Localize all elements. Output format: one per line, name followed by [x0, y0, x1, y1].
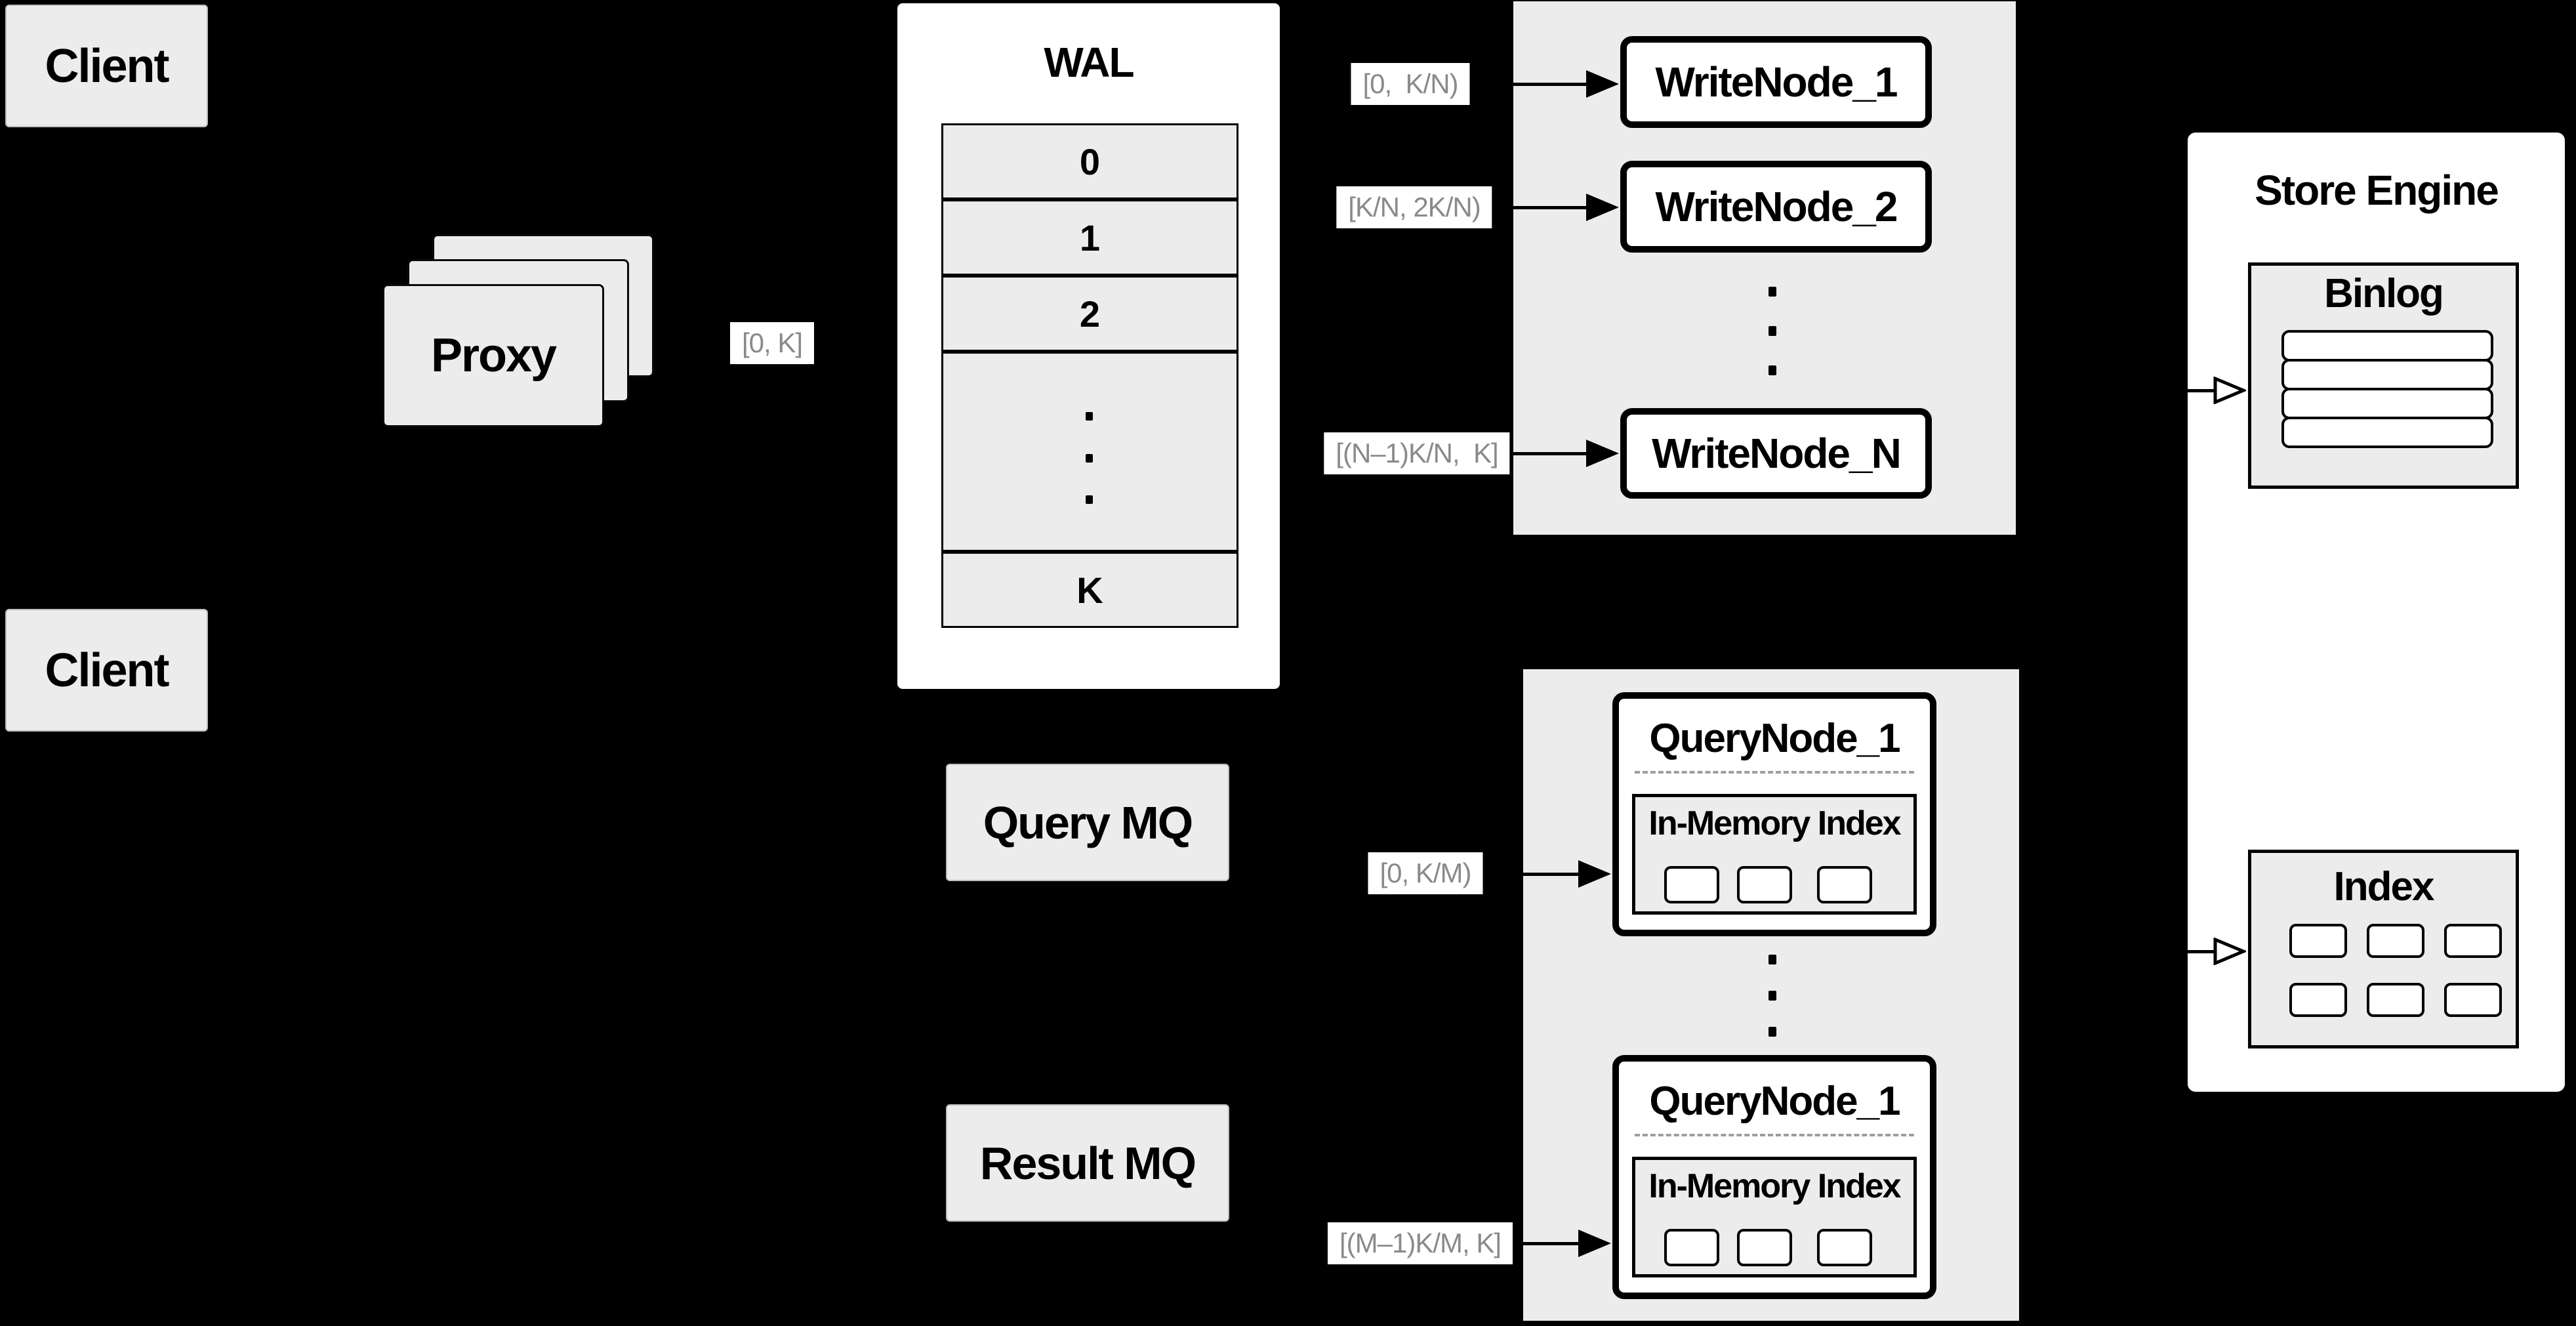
- binlog-segment: [2281, 417, 2493, 448]
- arrowhead-icon: [1578, 860, 1611, 888]
- wal-slot-ellipsis: [941, 352, 1238, 552]
- client-box-bottom: Client: [5, 609, 208, 732]
- query-mq-box: Query MQ: [946, 764, 1229, 881]
- arrow-stem-write-2: [1496, 206, 1587, 209]
- arrow-stem-binlog: [2186, 389, 2215, 392]
- range-label-proxy-wal: [0, K]: [729, 322, 815, 364]
- wal-slot-2: 2: [941, 276, 1238, 352]
- range-label-write-1: [0, K/N): [1351, 63, 1470, 105]
- wal-slot-k: K: [941, 552, 1238, 628]
- arrowhead-icon: [1578, 1230, 1611, 1257]
- query-node-bottom-title: QueryNode_1: [1649, 1078, 1900, 1124]
- proxy-card-front: Proxy: [382, 284, 604, 427]
- range-label-query-top: [0, K/M): [1368, 852, 1483, 894]
- arrowhead-icon: [1586, 70, 1619, 98]
- in-memory-index-title-bottom: In-Memory Index: [1648, 1167, 1901, 1205]
- wal-slot-0: 0: [941, 123, 1238, 199]
- dashed-divider: [1635, 1134, 1914, 1136]
- binlog-segment: [2281, 388, 2493, 419]
- store-engine-title: Store Engine: [2255, 167, 2499, 214]
- hollow-arrowhead-icon: [2213, 938, 2246, 965]
- memory-cell: [1737, 866, 1792, 903]
- wal-slot-1: 1: [941, 199, 1238, 276]
- index-cell: [2444, 983, 2502, 1017]
- binlog-segment: [2281, 330, 2493, 362]
- query-node-top-title: QueryNode_1: [1649, 715, 1900, 761]
- write-node-2: WriteNode_2: [1620, 161, 1932, 253]
- memory-cell: [1664, 866, 1719, 903]
- arrow-stem-query-bottom: [1502, 1242, 1580, 1245]
- index-title: Index: [2333, 863, 2435, 909]
- index-cell: [2367, 983, 2424, 1017]
- binlog-segment: [2281, 359, 2493, 390]
- write-node-n: WriteNode_N: [1620, 408, 1932, 499]
- index-cell: [2289, 924, 2347, 958]
- range-label-query-bottom: [(M–1)K/M, K]: [1327, 1222, 1513, 1264]
- index-cell: [2444, 924, 2502, 958]
- client-box-top: Client: [5, 5, 208, 127]
- binlog-title: Binlog: [2324, 270, 2444, 316]
- in-memory-index-title-top: In-Memory Index: [1648, 804, 1901, 842]
- index-cell: [2367, 924, 2424, 958]
- range-label-write-2: [K/N, 2K/N): [1336, 186, 1492, 228]
- wal-title: WAL: [1044, 39, 1134, 86]
- arrowhead-icon: [1586, 440, 1619, 467]
- index-cell: [2289, 983, 2347, 1017]
- write-node-1: WriteNode_1: [1620, 36, 1932, 128]
- hollow-arrowhead-icon: [2213, 377, 2246, 404]
- result-mq-box: Result MQ: [946, 1104, 1229, 1222]
- arrow-stem-write-1: [1496, 83, 1587, 86]
- dashed-divider: [1635, 771, 1914, 774]
- range-label-write-n: [(N–1)K/N, K]: [1324, 432, 1510, 474]
- arrowhead-icon: [1586, 194, 1619, 221]
- memory-cell: [1664, 1229, 1719, 1266]
- memory-cell: [1817, 866, 1872, 903]
- arrow-stem-index: [2186, 950, 2215, 953]
- arrow-stem-write-n: [1496, 452, 1587, 455]
- memory-cell: [1737, 1229, 1792, 1266]
- arrow-stem-query-top: [1488, 873, 1580, 876]
- memory-cell: [1817, 1229, 1872, 1266]
